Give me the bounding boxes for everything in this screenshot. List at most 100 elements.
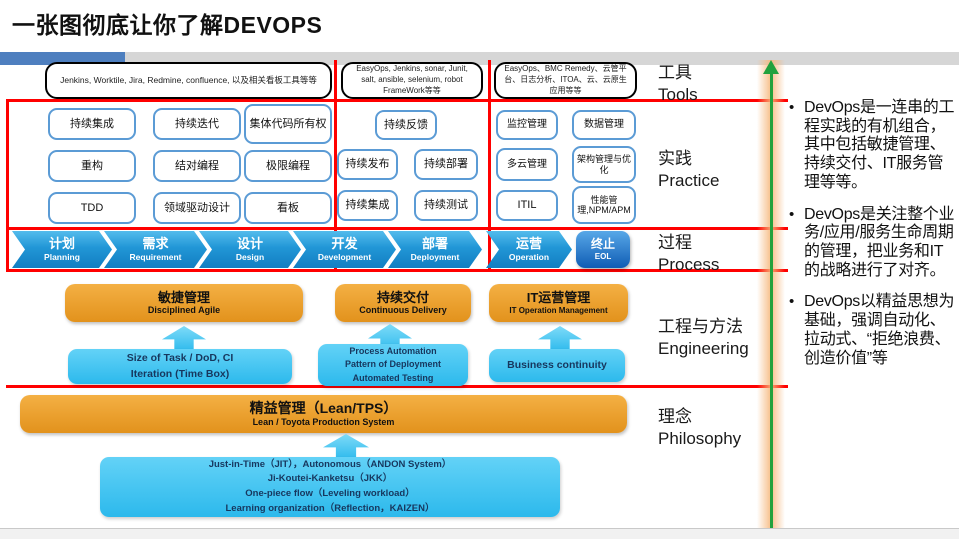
red-divider-col2-col3 [488, 60, 491, 272]
practice-box: 监控管理 [496, 110, 558, 140]
notes-panel: DevOps是一连串的工程实践的有机组合，其中包括敏捷管理、持续交付、IT服务管… [789, 99, 957, 381]
practice-box-text: 架构管理与优化 [577, 154, 632, 175]
practice-box: 性能管理,NPM/APM [572, 186, 636, 224]
top-decoration-bar-accent [0, 52, 125, 65]
philosophy-detail-line: Learning organization（Reflection，KAIZEN） [225, 502, 435, 514]
philosophy-label-en: Philosophy [658, 429, 742, 449]
engineering-detail-line: Process Automation [349, 345, 437, 356]
engineering-detail-delivery: Process Automation Pattern of Deployment… [318, 344, 468, 386]
philosophy-label: 理念 Philosophy [658, 406, 768, 450]
engineering-detail-ops: Business continuity [489, 349, 625, 382]
engineering-method-itom: IT运营管理 IT Operation Management [489, 284, 628, 322]
practice-box-text: 看板 [277, 201, 299, 214]
red-divider-engineering-philosophy [6, 385, 788, 388]
process-step: 部署 Deployment [388, 231, 482, 268]
tools-box-ops-text: EasyOps、BMC Remedy、云管平台、日志分析、ITOA、云、云原生应… [504, 64, 627, 95]
page-title: 一张图彻底让你了解DEVOPS [12, 12, 323, 38]
tools-box-ops: EasyOps、BMC Remedy、云管平台、日志分析、ITOA、云、云原生应… [494, 62, 637, 99]
note-item: DevOps以精益思想为基础，强调自动化、拉动式、“拒绝浪费、创造价值”等 [789, 293, 957, 368]
philosophy-lean-box: 精益管理（Lean/TPS） Lean / Toyota Production … [20, 395, 627, 433]
engineering-method-zh: 持续交付 [376, 289, 429, 305]
red-divider-col1-col2 [334, 60, 337, 272]
practice-box: 持续集成 [337, 190, 398, 221]
practice-box: 持续测试 [414, 190, 478, 221]
red-divider-tools-practice [6, 99, 788, 102]
tools-box-delivery-text: EasyOps, Jenkins, sonar, Junit, salt, an… [356, 64, 468, 95]
practice-box-text: ITIL [517, 199, 537, 212]
practice-label-en: Practice [658, 171, 720, 191]
process-eol-en: EOL [594, 251, 612, 261]
practice-box-text: 持续集成 [70, 117, 114, 130]
engineering-method-en: Disciplined Agile [147, 305, 221, 316]
practice-box-text: 持续集成 [345, 199, 390, 212]
practice-box: TDD [48, 192, 136, 224]
practice-box: 集体代码所有权 [244, 104, 332, 144]
red-divider-process-engineering [6, 269, 788, 272]
up-arrow-icon [538, 326, 582, 349]
bullet-icon [789, 206, 804, 281]
practice-box: 领域驱动设计 [153, 192, 241, 224]
process-step-en: Development [317, 251, 372, 262]
practice-box: 极限编程 [244, 150, 332, 182]
engineering-detail-agile: Size of Task / DoD, CI Iteration (Time B… [68, 349, 292, 384]
practice-box: 数据管理 [572, 110, 636, 140]
practice-box-text: 集体代码所有权 [249, 117, 327, 130]
engineering-method-en: IT Operation Management [509, 306, 608, 315]
practice-box-text: 持续部署 [424, 158, 468, 171]
practice-label: 实践 Practice [658, 148, 768, 192]
process-step-zh: 部署 [421, 236, 448, 252]
engineering-method-delivery: 持续交付 Continuous Delivery [335, 284, 471, 322]
process-step-zh: 设计 [236, 236, 263, 252]
green-up-arrow-icon [757, 60, 785, 528]
engineering-label: 工程与方法 Engineering [658, 316, 768, 360]
process-step: 运营 Operation [486, 231, 572, 268]
process-step: 设计 Design [199, 231, 301, 268]
engineering-method-agile: 敏捷管理 Disciplined Agile [65, 284, 303, 322]
green-arrow-head [763, 60, 779, 74]
practice-box: ITIL [496, 190, 558, 221]
tools-label-zh: 工具 [658, 63, 692, 82]
practice-label-zh: 实践 [658, 149, 692, 168]
practice-box-text: 持续反馈 [384, 118, 428, 131]
practice-box: 多云管理 [496, 148, 558, 181]
practice-box-text: 结对编程 [175, 159, 219, 172]
note-text: DevOps是关注整个业务/应用/服务生命周期的管理，把业务和IT的战略进行了对… [804, 205, 955, 279]
up-arrow-icon [323, 434, 369, 457]
process-step-zh: 运营 [515, 236, 542, 252]
practice-box: 持续部署 [414, 149, 478, 180]
red-divider-practice-process [6, 227, 788, 230]
practice-box-text: 监控管理 [507, 119, 547, 131]
practice-box-text: 多云管理 [507, 158, 547, 170]
engineering-detail-line: Size of Task / DoD, CI [126, 352, 234, 365]
engineering-detail-line: Automated Testing [352, 372, 434, 383]
practice-box: 结对编程 [153, 150, 241, 182]
red-border-left [6, 99, 9, 272]
engineering-detail-line: Business continuity [507, 358, 607, 371]
process-step-en: Deployment [410, 251, 460, 262]
tools-label: 工具 Tools [658, 62, 768, 106]
engineering-method-zh: IT运营管理 [526, 290, 591, 306]
note-item: DevOps是关注整个业务/应用/服务生命周期的管理，把业务和IT的战略进行了对… [789, 206, 957, 281]
process-eol-zh: 终止 [590, 237, 615, 252]
green-arrow-shaft [769, 72, 773, 528]
process-step-en: Requirement [129, 251, 182, 262]
process-step-zh: 计划 [48, 236, 75, 252]
tools-box-delivery: EasyOps, Jenkins, sonar, Junit, salt, an… [341, 62, 483, 99]
process-step-en: Planning [44, 251, 80, 262]
engineering-method-zh: 敏捷管理 [157, 289, 210, 305]
practice-box: 持续集成 [48, 108, 136, 140]
bullet-icon [789, 293, 804, 368]
engineering-detail-line: Pattern of Deployment [344, 359, 441, 370]
process-step: 需求 Requirement [104, 231, 207, 268]
up-arrow-icon [162, 326, 206, 349]
practice-box: 持续反馈 [375, 110, 437, 140]
practice-box-text: TDD [80, 201, 104, 214]
tools-box-agile: Jenkins, Worktile, Jira, Redmine, conflu… [45, 62, 332, 99]
process-step: 开发 Development [293, 231, 396, 268]
philosophy-detail-line: Ji-Koutei-Kanketsu（JKK） [267, 473, 393, 485]
process-label-zh: 过程 [658, 233, 692, 252]
process-label-en: Process [658, 255, 720, 275]
practice-box-text: 性能管理,NPM/APM [577, 194, 631, 215]
process-step-zh: 需求 [142, 236, 169, 252]
